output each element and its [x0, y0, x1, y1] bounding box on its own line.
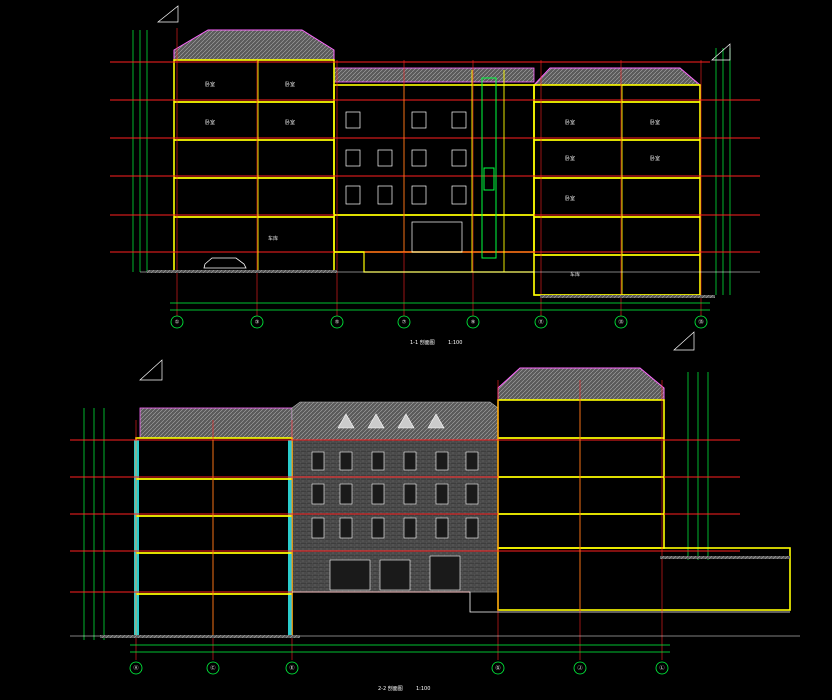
axis-bubble: Ⓙ: [573, 661, 587, 675]
section-2-2-drawing: Ⓐ Ⓒ Ⓔ Ⓖ Ⓙ Ⓛ 2-2 剖面图 1:100: [70, 331, 800, 692]
elevator-shaft: [481, 77, 497, 259]
north-arrow-icon: [157, 5, 179, 23]
elevator-car: [483, 167, 495, 191]
room-label: 卧室: [285, 81, 295, 88]
axis-lines: [135, 380, 663, 660]
svg-text:③: ③: [255, 320, 260, 326]
north-arrow-icon: [673, 331, 695, 351]
axis-bubble: ⑪: [534, 315, 548, 329]
svg-text:Ⓐ: Ⓐ: [133, 665, 138, 672]
left-dimension-chain: [132, 30, 148, 272]
room-label: 卧室: [565, 119, 575, 126]
svg-text:⑬: ⑬: [618, 319, 623, 326]
svg-text:Ⓙ: Ⓙ: [577, 665, 582, 672]
room-label: 车库: [570, 271, 580, 278]
left-glass-wall: [134, 440, 139, 636]
svg-text:Ⓔ: Ⓔ: [289, 665, 294, 672]
floor-lines: [110, 61, 760, 253]
right-dimension-chain: [715, 48, 731, 295]
axis-bubble: ⑤: [330, 315, 344, 329]
section-2-title: 2-2 剖面图: [378, 685, 403, 692]
column-lines: [257, 60, 623, 295]
svg-text:Ⓖ: Ⓖ: [495, 665, 500, 672]
svg-text:⑮: ⑮: [698, 319, 703, 326]
room-label: 卧室: [650, 155, 660, 162]
section-1-title: 1-1 剖面图: [410, 339, 435, 346]
ground-hatch-right: [540, 295, 715, 298]
middle-windows: [345, 111, 467, 253]
axis-bubble: ⑮: [694, 315, 708, 329]
axis-bubble: Ⓒ: [206, 661, 220, 675]
axis-bubble: ①: [170, 315, 184, 329]
svg-text:Ⓒ: Ⓒ: [210, 665, 215, 672]
right-gable-roof: [497, 367, 665, 401]
left-roof: [139, 407, 293, 439]
axis-bubble: Ⓐ: [129, 661, 143, 675]
room-label: 卧室: [285, 119, 295, 126]
section-1-scale: 1:100: [448, 340, 462, 346]
left-glass-wall-right: [288, 440, 292, 636]
left-gable-roof: [173, 29, 335, 61]
axis-bubble: Ⓛ: [655, 661, 669, 675]
svg-text:⑪: ⑪: [538, 319, 543, 326]
axis-bubble: ⑨: [466, 315, 480, 329]
axis-lines: [176, 28, 702, 316]
room-label: 卧室: [565, 195, 575, 202]
bottom-dimension: [130, 644, 670, 653]
room-label: 卧室: [650, 119, 660, 126]
svg-text:⑦: ⑦: [402, 320, 407, 326]
car-icon: [203, 257, 247, 269]
basement-outline: [292, 591, 790, 613]
axis-bubble: Ⓖ: [491, 661, 505, 675]
svg-text:⑤: ⑤: [335, 320, 340, 326]
right-dimension-chain: [687, 372, 709, 560]
floor-slabs: [174, 101, 700, 256]
bottom-dimension: [170, 302, 710, 311]
basement-outline: [334, 251, 700, 296]
facade-windows: [311, 451, 479, 591]
left-dimension-chain: [83, 408, 105, 640]
axis-bubbles-2: Ⓐ Ⓒ Ⓔ Ⓖ Ⓙ Ⓛ: [129, 661, 669, 675]
floor-slabs: [136, 437, 664, 595]
axis-bubble: Ⓔ: [285, 661, 299, 675]
svg-text:⑨: ⑨: [471, 320, 476, 326]
dormer-windows: [337, 413, 445, 429]
north-arrow-icon: [711, 43, 731, 61]
middle-mansard-roof: [291, 401, 499, 441]
section-2-scale: 1:100: [416, 686, 430, 692]
svg-text:Ⓛ: Ⓛ: [659, 665, 664, 672]
axis-bubbles-1: ① ③ ⑤ ⑦ ⑨ ⑪ ⑬ ⑮: [170, 315, 708, 329]
north-arrow-icon: [139, 359, 163, 381]
ground-hatch: [100, 635, 300, 638]
room-label: 车库: [268, 235, 278, 242]
room-labels: 卧室 卧室 卧室 卧室 车库 卧室 卧室 卧室 卧室 卧室 车库: [205, 81, 660, 278]
axis-bubble: ⑦: [397, 315, 411, 329]
axis-bubble: ③: [250, 315, 264, 329]
room-label: 卧室: [565, 155, 575, 162]
svg-text:①: ①: [175, 320, 180, 326]
right-gable-roof: [532, 67, 702, 86]
axis-bubble: ⑬: [614, 315, 628, 329]
ground-hatch-right: [660, 556, 790, 559]
ground-hatch-left: [147, 270, 337, 273]
room-label: 卧室: [205, 81, 215, 88]
room-label: 卧室: [205, 119, 215, 126]
section-1-1-drawing: 卧室 卧室 卧室 卧室 车库 卧室 卧室 卧室 卧室 卧室 车库 ① ③ ⑤ ⑦…: [110, 5, 760, 346]
